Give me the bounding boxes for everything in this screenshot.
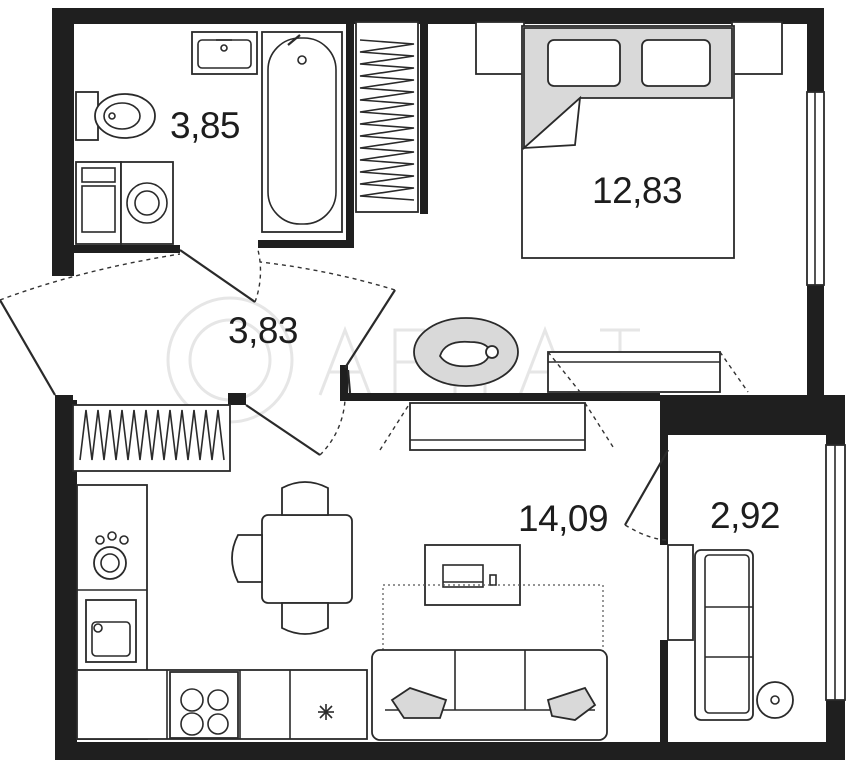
windows	[806, 91, 846, 701]
area-label-hallway: 3,83	[228, 310, 299, 351]
area-label-balcony: 2,92	[710, 495, 781, 536]
bedroom	[346, 21, 783, 394]
bathroom	[75, 31, 343, 303]
wardrobe-hall	[355, 21, 419, 213]
area-label-living-kitchen: 14,09	[518, 498, 609, 539]
area-label-bathroom: 3,85	[170, 105, 241, 146]
balcony	[624, 449, 794, 721]
wardrobe-kitchen	[72, 404, 231, 472]
kitchen	[76, 402, 616, 741]
walls	[52, 8, 845, 760]
hallway	[0, 253, 396, 456]
snowflake-icon	[318, 704, 334, 720]
area-label-bedroom: 12,83	[592, 170, 683, 211]
